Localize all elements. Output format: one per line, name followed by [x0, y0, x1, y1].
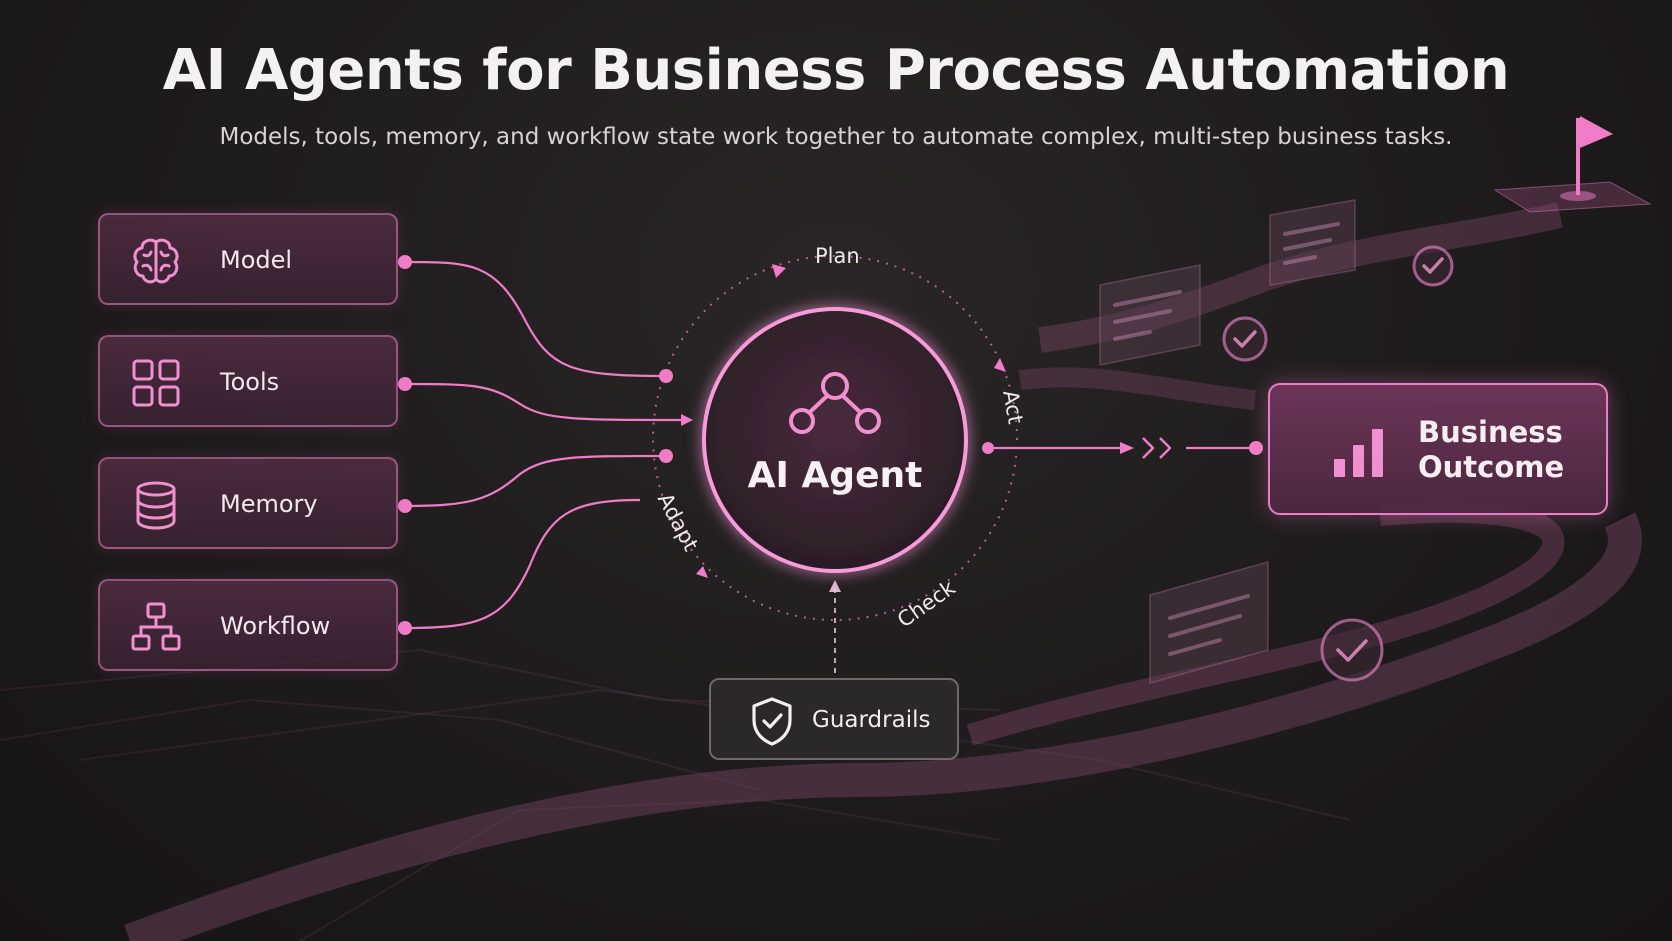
- guardrails-card: Guardrails: [709, 678, 959, 760]
- database-icon: [136, 481, 176, 530]
- workflow-icon: [131, 602, 181, 651]
- input-label-model: Model: [220, 246, 293, 274]
- input-card-memory: Memory: [98, 457, 398, 549]
- page-subtitle: Models, tools, memory, and workflow stat…: [219, 124, 1453, 150]
- input-card-workflow: Workflow: [98, 579, 398, 671]
- input-label-workflow: Workflow: [220, 612, 331, 640]
- bar-chart-icon: [1334, 429, 1383, 477]
- input-card-model: Model: [98, 213, 398, 305]
- page-title: AI Agents for Business Process Automatio…: [162, 38, 1510, 103]
- grid-icon: [132, 359, 180, 407]
- brain-icon: [133, 238, 179, 284]
- shield-check-icon: [752, 697, 792, 746]
- business-outcome-card: Business Outcome: [1268, 383, 1608, 515]
- agent-label: AI Agent: [747, 455, 923, 496]
- business-outcome-label: Business Outcome: [1418, 415, 1565, 484]
- guardrails-label: Guardrails: [812, 707, 931, 733]
- cycle-label-plan: Plan: [815, 244, 860, 268]
- input-card-tools: Tools: [98, 335, 398, 427]
- input-label-memory: Memory: [220, 490, 318, 518]
- agent-nodes-icon: [789, 372, 881, 434]
- input-label-tools: Tools: [220, 368, 280, 396]
